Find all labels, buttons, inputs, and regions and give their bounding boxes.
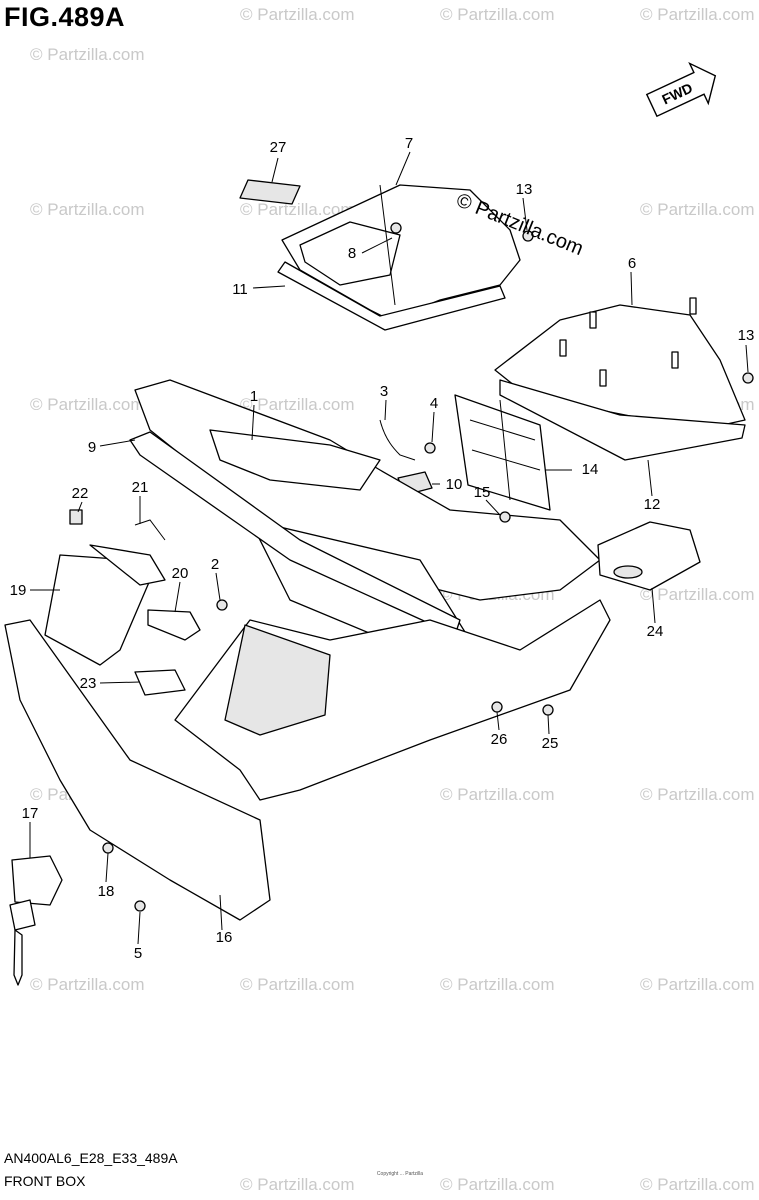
part-11-seal bbox=[277, 261, 506, 331]
watermark: © Partzilla.com bbox=[640, 785, 755, 804]
callout-13a: 13 bbox=[516, 181, 533, 198]
callout-9: 9 bbox=[88, 439, 96, 456]
part-14-panel bbox=[454, 394, 551, 511]
figure-title: FIG.489A bbox=[4, 2, 126, 32]
watermark: © Partzilla.com bbox=[240, 1175, 355, 1194]
part-25-screw bbox=[542, 704, 554, 716]
callout-14: 14 bbox=[582, 461, 599, 478]
part-24-box bbox=[597, 521, 701, 591]
callout-25: 25 bbox=[542, 735, 559, 752]
part-9-trim bbox=[129, 431, 461, 636]
callout-23: 23 bbox=[80, 675, 97, 692]
callout-26: 26 bbox=[491, 731, 508, 748]
callout-2: 2 bbox=[211, 556, 219, 573]
callout-6: 6 bbox=[628, 255, 636, 272]
part-5-screw bbox=[134, 900, 146, 912]
callout-11: 11 bbox=[232, 281, 248, 298]
part-2-bolt bbox=[216, 599, 228, 611]
model-code: AN400AL6_E28_E33_489A bbox=[4, 1150, 178, 1166]
part-13-screw-top bbox=[522, 230, 534, 242]
callout-8: 8 bbox=[348, 245, 356, 262]
callout-19: 19 bbox=[10, 582, 27, 599]
callout-20: 20 bbox=[172, 565, 189, 582]
watermark: © Partzilla.com bbox=[640, 975, 755, 994]
callout-17: 17 bbox=[22, 805, 39, 822]
part-19-hinge bbox=[89, 544, 166, 586]
part-1-front-box bbox=[134, 379, 601, 651]
watermark: © Partzilla.com bbox=[440, 975, 555, 994]
callout-7: 7 bbox=[405, 135, 413, 152]
callout-10: 10 bbox=[446, 476, 463, 493]
watermark: © Partzilla.com bbox=[240, 5, 355, 24]
callout-24: 24 bbox=[647, 623, 664, 640]
part-23-button bbox=[134, 669, 186, 696]
watermark: © Partzilla.com bbox=[440, 5, 555, 24]
watermark: © Partzilla.com bbox=[30, 45, 145, 64]
watermark: © Partzilla.com bbox=[240, 975, 355, 994]
watermark: © Partzilla.com bbox=[640, 5, 755, 24]
part-12-gasket bbox=[499, 379, 746, 461]
part-8-screw bbox=[390, 222, 402, 234]
part-26-screw bbox=[491, 701, 503, 713]
watermark: © Partzilla.com bbox=[240, 395, 355, 414]
callout-13b: 13 bbox=[738, 327, 755, 344]
part-20-latch bbox=[147, 609, 201, 641]
callout-3: 3 bbox=[380, 383, 388, 400]
part-4-screw bbox=[424, 442, 436, 454]
callout-27: 27 bbox=[270, 139, 287, 156]
part-7-lid bbox=[281, 184, 521, 321]
hardware bbox=[102, 222, 754, 912]
callout-1: 1 bbox=[250, 388, 258, 405]
inner-pocket bbox=[224, 624, 331, 736]
callouts: 27 7 13 8 11 6 13 1 3 4 9 10 14 15 12 22… bbox=[10, 135, 755, 962]
watermark: © Partzilla.com bbox=[240, 200, 355, 219]
part-18-screw bbox=[102, 842, 114, 854]
part-17-lock bbox=[9, 855, 63, 986]
section-name: FRONT BOX bbox=[4, 1173, 86, 1189]
fine-print: Copyright ... Partzilla bbox=[376, 1171, 424, 1177]
watermark: © Partzilla.com bbox=[640, 585, 755, 604]
watermark: © Partzilla.com bbox=[640, 200, 755, 219]
callout-22: 22 bbox=[72, 485, 89, 502]
part-13-screw-right bbox=[742, 372, 754, 384]
callout-21: 21 bbox=[132, 479, 149, 496]
callout-12: 12 bbox=[644, 496, 661, 513]
part-27-sticker bbox=[239, 179, 301, 205]
callout-16: 16 bbox=[216, 929, 233, 946]
callout-5: 5 bbox=[134, 945, 142, 962]
fwd-arrow-icon: FWD bbox=[645, 61, 717, 118]
watermark: © Partzilla.com bbox=[30, 200, 145, 219]
watermark: © Partzilla.com bbox=[440, 1175, 555, 1194]
watermark: © Partzilla.com bbox=[440, 785, 555, 804]
callout-18: 18 bbox=[98, 883, 115, 900]
callout-4: 4 bbox=[430, 395, 438, 412]
leader-lines bbox=[29, 151, 749, 945]
part-16-lower-panel bbox=[4, 619, 271, 921]
watermark: © Partzilla.com bbox=[640, 1175, 755, 1194]
part-22-clip bbox=[69, 509, 83, 525]
callout-15: 15 bbox=[474, 484, 491, 501]
part-15-screw bbox=[499, 511, 511, 523]
watermark: © Partzilla.com bbox=[30, 975, 145, 994]
watermark: © Partzilla.com bbox=[30, 395, 145, 414]
part-3-wire bbox=[379, 419, 416, 461]
